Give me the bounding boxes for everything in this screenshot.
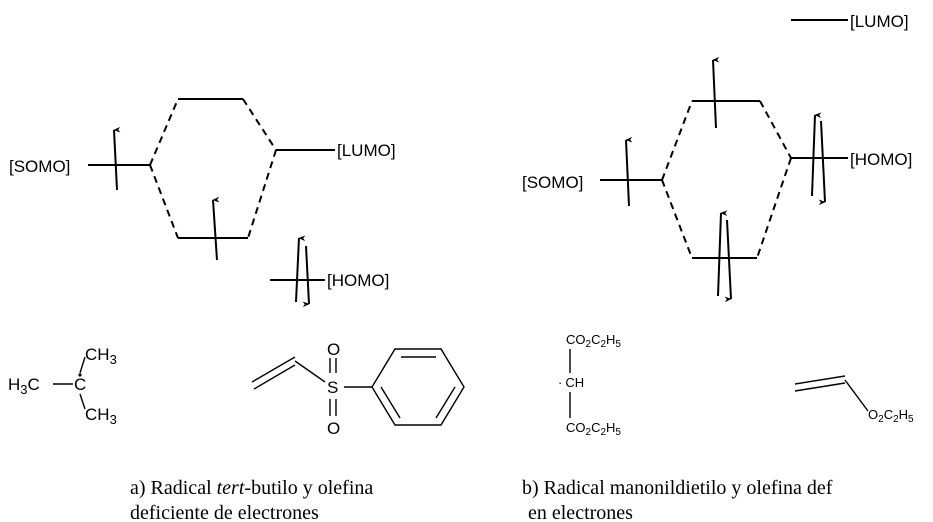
a-radical-dot — [78, 373, 82, 377]
b-homo-electron-up — [811, 112, 822, 197]
caption-b: b) Radical manonildietilo y olefina def … — [522, 477, 833, 522]
b-dashed-lower-left — [661, 179, 693, 259]
a-oxygen-top: O — [327, 340, 340, 359]
a-homo-electron-down — [302, 245, 310, 308]
a-vinyl-sulfone — [251, 348, 465, 426]
b-dashed-lower-right — [756, 157, 792, 259]
a-dashed-upper-right — [242, 98, 277, 151]
svg-text:CO2C2H5: CO2C2H5 — [566, 420, 621, 438]
diagram-b-orbitals — [600, 19, 848, 303]
a-homo-label: [HOMO] — [327, 271, 389, 290]
a-oxygen-bottom: O — [327, 419, 340, 438]
b-dashed-upper-right — [759, 100, 792, 159]
svg-text:H3C: H3C — [8, 375, 40, 397]
b-homo-label: [HOMO] — [850, 150, 912, 169]
a-tert-butyl-radical: CH3 H3C C CH3 — [8, 345, 117, 427]
a-somo-label: [SOMO] — [9, 157, 70, 176]
b-malonyl-radical: CO2C2H5 ·CH CO2C2H5 — [558, 332, 621, 438]
b-somo-label: [SOMO] — [522, 173, 583, 192]
a-dashed-lower-right — [247, 149, 277, 239]
b-ch-text: CH — [565, 375, 584, 390]
a-lumo-label: [LUMO] — [337, 141, 396, 160]
a-bond-up — [79, 356, 86, 374]
b-acrylate-olefin — [794, 375, 869, 412]
a-sulfur: S — [327, 378, 338, 397]
a-ch3-bottom-text: CH — [85, 405, 110, 424]
a-homo-electron-up — [295, 235, 306, 303]
caption-a: a) Radical tert-butilo y olefina deficie… — [130, 477, 374, 522]
svg-text:CH3: CH3 — [85, 405, 117, 427]
a-ch3-top-sub: 3 — [110, 352, 117, 367]
a-h3c-h: H — [8, 375, 20, 394]
a-dashed-lower-left — [149, 164, 179, 239]
svg-text:·CH: ·CH — [558, 375, 584, 390]
b-somo-electron-arrow — [625, 136, 633, 207]
b-upper-electron-arrow — [712, 56, 720, 129]
b-ester-group: O2C2H5 — [868, 407, 914, 425]
b-lumo-label: [LUMO] — [850, 12, 909, 31]
svg-text:CH3: CH3 — [85, 345, 117, 367]
a-phenyl-ring — [371, 348, 465, 426]
a-ch3-bottom-sub: 3 — [110, 412, 117, 427]
a-somo-electron-arrow — [113, 126, 121, 191]
a-h3c-c: C — [28, 375, 40, 394]
b-dashed-upper-left — [661, 100, 693, 181]
a-lower-electron-arrow — [212, 196, 220, 261]
a-h3c-sub: 3 — [20, 382, 27, 397]
a-center-carbon: C — [74, 375, 86, 394]
b-radical-dot: · — [558, 375, 562, 390]
a-bond-down — [79, 393, 86, 410]
b-lower-electron-down — [724, 219, 732, 303]
svg-text:CO2C2H5: CO2C2H5 — [566, 332, 621, 350]
diagram-a-orbitals — [88, 98, 335, 308]
b-lower-electron-up — [717, 210, 728, 297]
a-dashed-upper-left — [149, 98, 179, 166]
b-homo-electron-down — [818, 120, 826, 206]
a-ch3-top-text: CH — [85, 345, 110, 364]
